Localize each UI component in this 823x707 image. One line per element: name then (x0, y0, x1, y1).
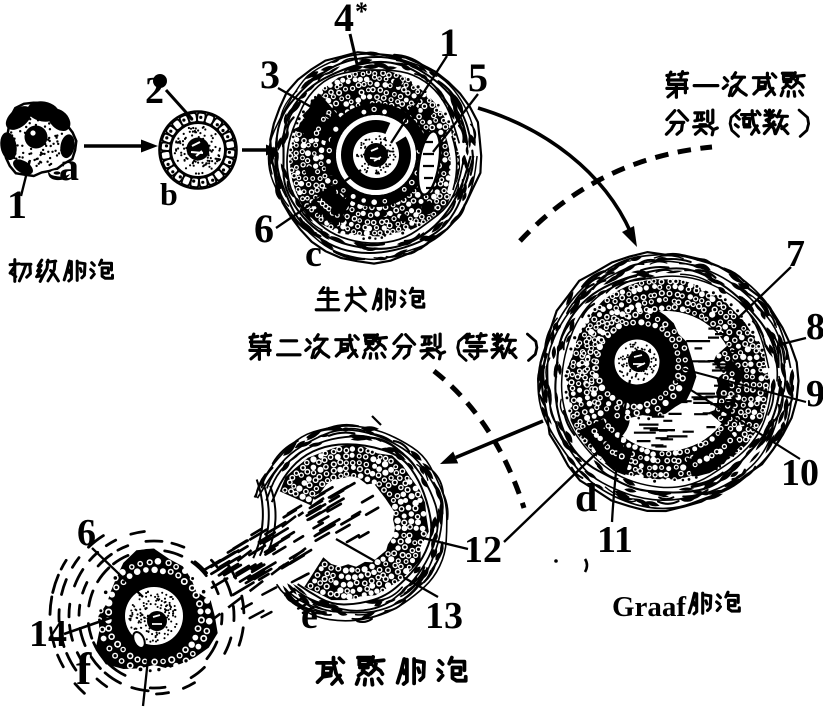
svg-text:9: 9 (806, 373, 823, 415)
svg-text:c: c (305, 233, 322, 275)
svg-text:6: 6 (254, 206, 274, 251)
svg-text:Graaf: Graaf (612, 591, 686, 623)
svg-text:e: e (301, 595, 318, 637)
svg-text:7: 7 (786, 233, 805, 275)
svg-text:b: b (160, 176, 178, 212)
svg-text:14: 14 (29, 613, 67, 655)
svg-text:d: d (575, 475, 597, 520)
svg-text:2: 2 (145, 70, 164, 112)
svg-text:1: 1 (7, 182, 27, 227)
svg-text:13: 13 (425, 595, 463, 637)
svg-text:12: 12 (464, 529, 502, 571)
svg-text:f: f (76, 643, 92, 694)
svg-text:a: a (59, 144, 79, 189)
svg-text:6: 6 (77, 512, 96, 554)
svg-text:1: 1 (439, 20, 459, 65)
svg-text:11: 11 (597, 519, 633, 561)
svg-text:3: 3 (260, 52, 280, 97)
svg-text:8: 8 (806, 306, 823, 348)
svg-text:5: 5 (468, 55, 488, 100)
svg-text:10: 10 (781, 452, 819, 494)
svg-text:4: 4 (334, 0, 354, 40)
svg-text:*: * (355, 0, 368, 26)
